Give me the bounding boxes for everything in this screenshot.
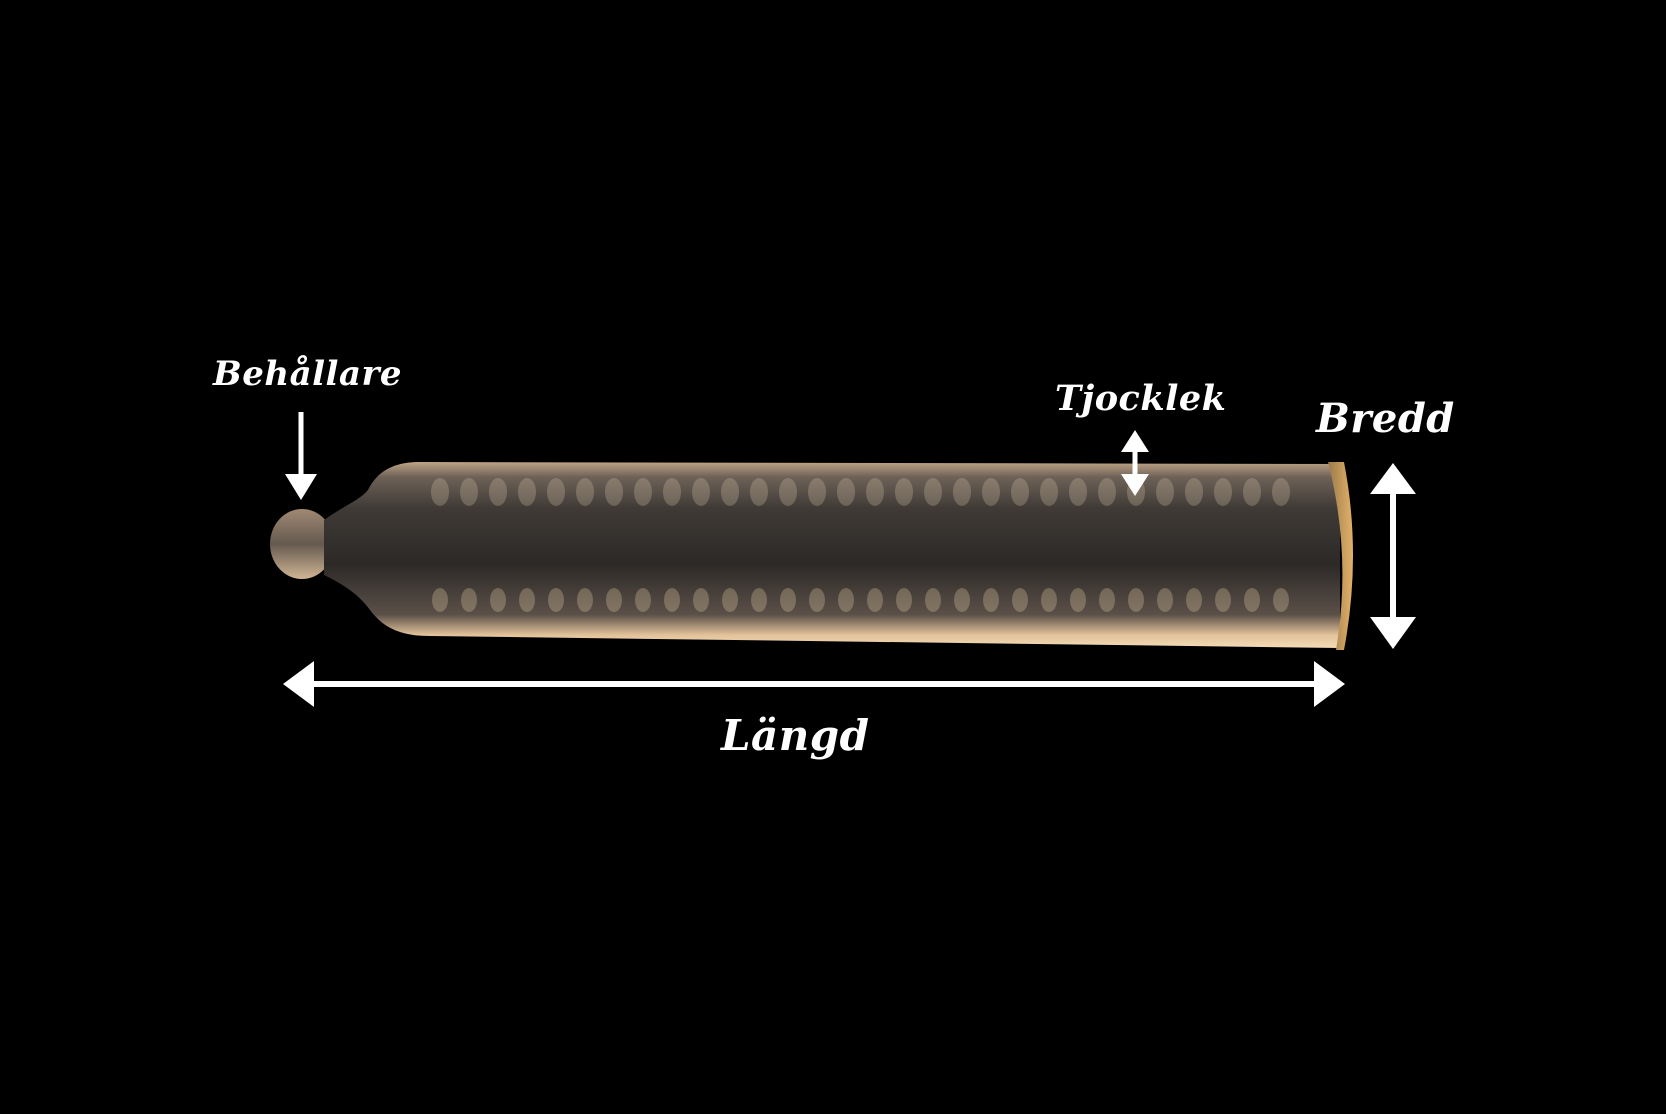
rib-highlight-bottom <box>1070 588 1086 612</box>
length-label: Längd <box>721 711 870 760</box>
width-arrow <box>1370 463 1416 649</box>
rib-highlight-top <box>547 478 565 506</box>
condom-rim <box>1328 462 1353 650</box>
rib-highlight-bottom <box>1157 588 1173 612</box>
rib-highlight-bottom <box>461 588 477 612</box>
rib-highlight-bottom <box>635 588 651 612</box>
rib-highlight-bottom <box>490 588 506 612</box>
rib-highlight-top <box>576 478 594 506</box>
rib-highlight-top <box>779 478 797 506</box>
rib-highlight-top <box>837 478 855 506</box>
rib-highlight-top <box>489 478 507 506</box>
rib-highlight-bottom <box>1128 588 1144 612</box>
rib-highlight-bottom <box>809 588 825 612</box>
rib-highlight-top <box>866 478 884 506</box>
rib-highlight-top <box>953 478 971 506</box>
rib-highlight-bottom <box>1244 588 1260 612</box>
reservoir-tip <box>270 509 334 579</box>
rib-highlight-bottom <box>780 588 796 612</box>
rib-highlight-bottom <box>954 588 970 612</box>
rib-highlight-bottom <box>1041 588 1057 612</box>
rib-highlight-bottom <box>896 588 912 612</box>
rib-highlight-top <box>1214 478 1232 506</box>
rib-highlight-top <box>431 478 449 506</box>
thickness-arrow <box>1121 430 1149 496</box>
rib-highlight-bottom <box>751 588 767 612</box>
rib-highlight-bottom <box>838 588 854 612</box>
width-label: Bredd <box>1316 395 1455 442</box>
rib-highlight-top <box>460 478 478 506</box>
rib-highlight-bottom <box>983 588 999 612</box>
rib-highlight-top <box>808 478 826 506</box>
rib-highlight-bottom <box>867 588 883 612</box>
reservoir-arrow <box>285 412 317 500</box>
rib-highlight-top <box>605 478 623 506</box>
rib-highlight-top <box>1069 478 1087 506</box>
rib-highlight-top <box>518 478 536 506</box>
rib-highlight-top <box>1243 478 1261 506</box>
rib-highlight-bottom <box>1186 588 1202 612</box>
rib-highlight-top <box>750 478 768 506</box>
rib-highlight-bottom <box>606 588 622 612</box>
rib-highlight-top <box>721 478 739 506</box>
rib-highlight-top <box>692 478 710 506</box>
rib-highlight-top <box>1185 478 1203 506</box>
rib-highlight-top <box>634 478 652 506</box>
rib-highlight-top <box>895 478 913 506</box>
rib-highlight-bottom <box>519 588 535 612</box>
rib-highlight-bottom <box>1273 588 1289 612</box>
rib-highlight-top <box>982 478 1000 506</box>
rib-highlight-top <box>924 478 942 506</box>
rib-highlight-bottom <box>925 588 941 612</box>
thickness-label: Tjocklek <box>1055 378 1227 419</box>
rib-highlight-top <box>1011 478 1029 506</box>
rib-highlight-top <box>1272 478 1290 506</box>
rib-highlight-top <box>1156 478 1174 506</box>
rib-highlight-bottom <box>722 588 738 612</box>
rib-highlight-bottom <box>693 588 709 612</box>
condom-body <box>324 462 1340 648</box>
rib-highlight-top <box>1040 478 1058 506</box>
rib-highlight-bottom <box>1215 588 1231 612</box>
rib-highlight-bottom <box>1012 588 1028 612</box>
rib-highlight-top <box>1098 478 1116 506</box>
rib-highlight-bottom <box>577 588 593 612</box>
reservoir-label: Behållare <box>213 354 403 394</box>
length-arrow <box>283 661 1345 707</box>
rib-highlight-bottom <box>548 588 564 612</box>
rib-highlight-bottom <box>432 588 448 612</box>
rib-highlight-top <box>663 478 681 506</box>
rib-highlight-bottom <box>664 588 680 612</box>
rib-highlight-bottom <box>1099 588 1115 612</box>
